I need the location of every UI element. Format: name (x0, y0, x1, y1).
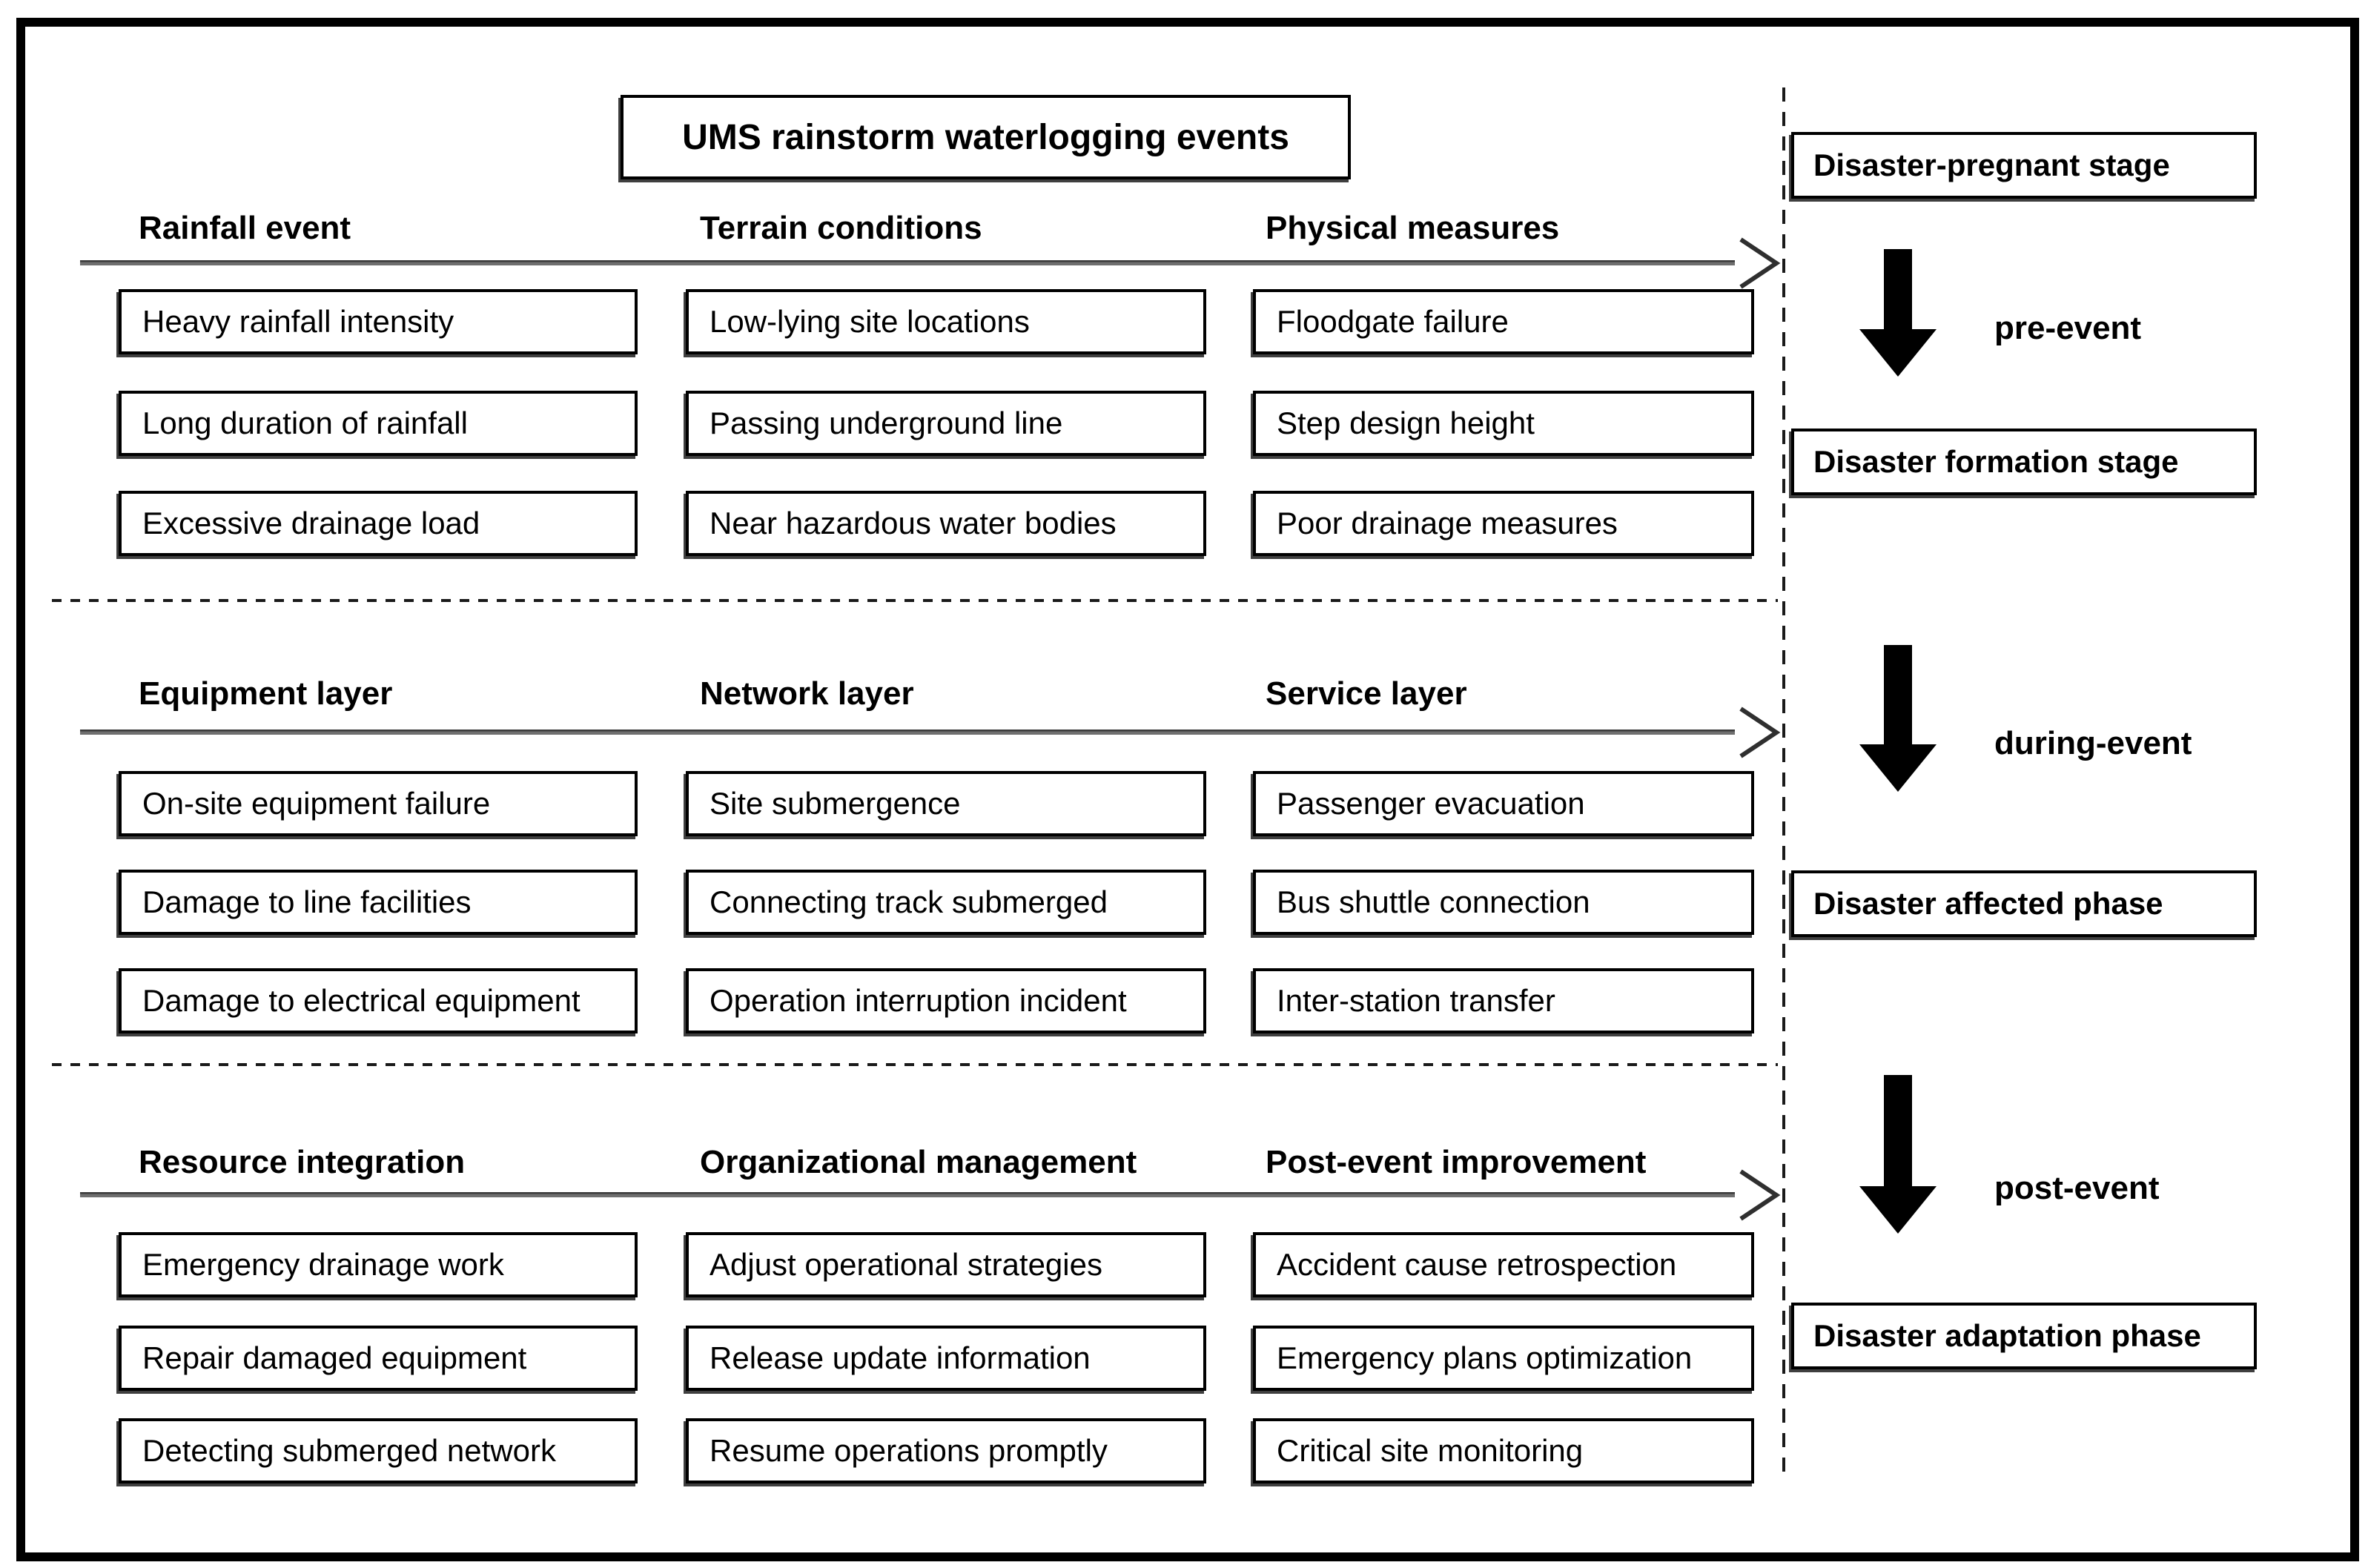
item-box: Low-lying site locations (686, 289, 1206, 354)
item-box: Floodgate failure (1253, 289, 1754, 354)
down-arrow-pre-event-shaft (1884, 249, 1912, 329)
item-box: Critical site monitoring (1253, 1418, 1754, 1483)
item-box: On-site equipment failure (119, 771, 638, 836)
stage-box-disaster-pregnant: Disaster-pregnant stage (1791, 132, 2257, 199)
column-header-organizational-management: Organizational management (700, 1144, 1137, 1180)
item-box: Excessive drainage load (119, 491, 638, 556)
phase-label-pre-event: pre-event (1994, 310, 2142, 346)
item-box: Resume operations promptly (686, 1418, 1206, 1483)
column-header-equipment-layer: Equipment layer (139, 675, 393, 712)
item-box: Detecting submerged network (119, 1418, 638, 1483)
item-box: Passenger evacuation (1253, 771, 1754, 836)
item-box: Near hazardous water bodies (686, 491, 1206, 556)
section-3-right-arrow (80, 1169, 1781, 1221)
stage-box-disaster-formation: Disaster formation stage (1791, 429, 2257, 495)
item-box: Inter-station transfer (1253, 968, 1754, 1033)
item-box: Connecting track submerged (686, 870, 1206, 935)
item-box: Emergency drainage work (119, 1232, 638, 1297)
item-box: Step design height (1253, 391, 1754, 456)
down-arrow-post-event-head (1859, 1186, 1937, 1234)
item-box: Damage to line facilities (119, 870, 638, 935)
phase-label-during-event: during-event (1994, 725, 2192, 761)
section-2-right-arrow (80, 707, 1781, 758)
column-header-rainfall-event: Rainfall event (139, 210, 351, 246)
timeline-dashed-divider (1782, 87, 1785, 1481)
phase-label-post-event: post-event (1994, 1170, 2160, 1206)
column-header-physical-measures: Physical measures (1266, 210, 1560, 246)
item-box: Repair damaged equipment (119, 1326, 638, 1391)
item-box: Accident cause retrospection (1253, 1232, 1754, 1297)
section-separator-1 (52, 599, 1778, 602)
section-1-right-arrow (80, 237, 1781, 289)
item-box: Site submergence (686, 771, 1206, 836)
item-box: Operation interruption incident (686, 968, 1206, 1033)
item-box: Heavy rainfall intensity (119, 289, 638, 354)
diagram-title: UMS rainstorm waterlogging events (621, 95, 1351, 179)
item-box: Bus shuttle connection (1253, 870, 1754, 935)
outer-border (16, 18, 2359, 1561)
section-separator-2 (52, 1063, 1778, 1066)
column-header-network-layer: Network layer (700, 675, 914, 712)
down-arrow-post-event-shaft (1884, 1075, 1912, 1186)
column-header-post-event-improvement: Post-event improvement (1266, 1144, 1647, 1180)
column-header-resource-integration: Resource integration (139, 1144, 466, 1180)
item-box: Emergency plans optimization (1253, 1326, 1754, 1391)
down-arrow-pre-event-head (1859, 329, 1937, 377)
stage-box-disaster-affected: Disaster affected phase (1791, 870, 2257, 937)
item-box: Adjust operational strategies (686, 1232, 1206, 1297)
item-box: Damage to electrical equipment (119, 968, 638, 1033)
column-header-terrain-conditions: Terrain conditions (700, 210, 982, 246)
item-box: Poor drainage measures (1253, 491, 1754, 556)
down-arrow-during-event-head (1859, 744, 1937, 792)
down-arrow-during-event-shaft (1884, 645, 1912, 744)
column-header-service-layer: Service layer (1266, 675, 1467, 712)
item-box: Passing underground line (686, 391, 1206, 456)
item-box: Release update information (686, 1326, 1206, 1391)
stage-box-disaster-adaptation: Disaster adaptation phase (1791, 1303, 2257, 1369)
item-box: Long duration of rainfall (119, 391, 638, 456)
